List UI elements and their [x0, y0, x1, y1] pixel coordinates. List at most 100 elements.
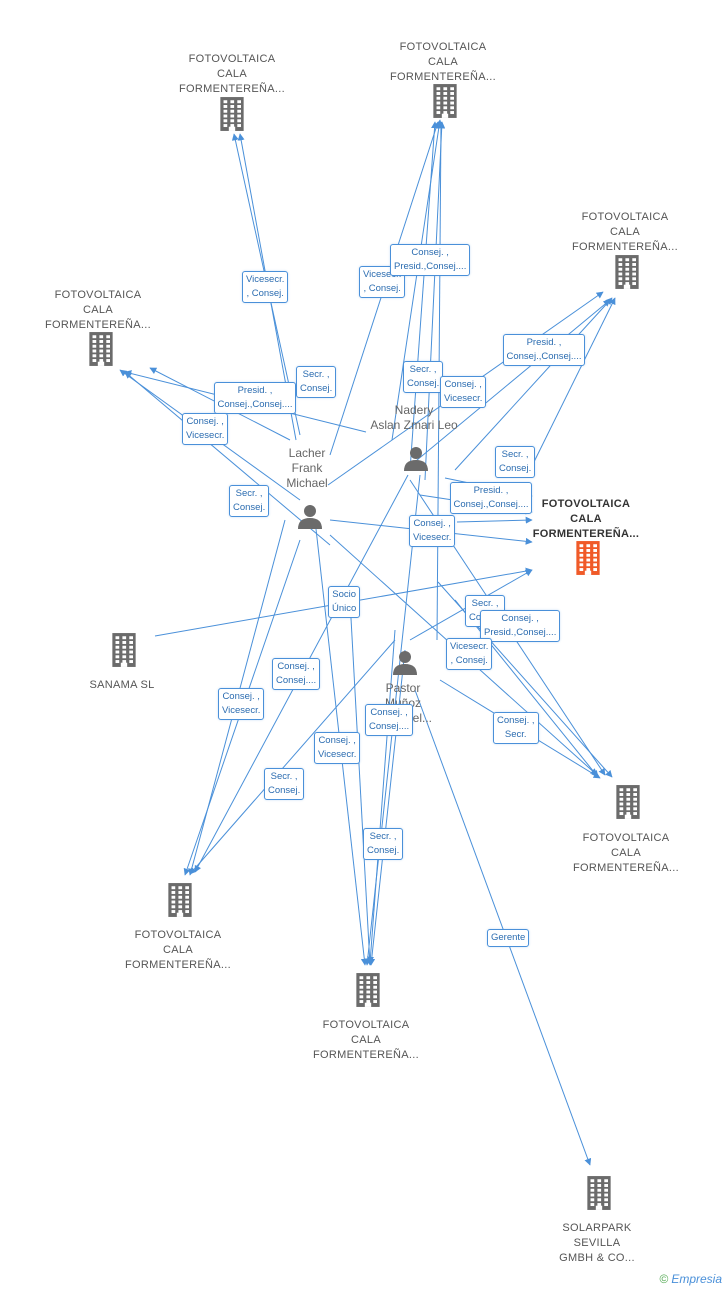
- name-line: FORMENTEREÑA...: [572, 241, 678, 253]
- relation-label-line: Vicesecr.: [450, 641, 489, 652]
- relation-edge: [189, 639, 396, 875]
- relation-label[interactable]: Consej. ,Consej....: [272, 658, 321, 690]
- relation-label-line: Consej.: [499, 463, 532, 474]
- copyright-icon: ©: [659, 1272, 669, 1286]
- relation-label-line: Secr. ,: [409, 364, 437, 375]
- building-icon[interactable]: [165, 882, 195, 923]
- relation-label[interactable]: Consej. ,Vicesecr.: [218, 688, 265, 720]
- relation-label-line: Consej. ,: [497, 715, 535, 726]
- relation-label[interactable]: Vicesecr., Consej.: [242, 271, 289, 303]
- relation-label[interactable]: Consej. ,Vicesecr.: [182, 413, 229, 445]
- relation-label[interactable]: Consej. ,Secr.: [493, 712, 539, 744]
- person-icon[interactable]: [296, 502, 324, 535]
- name-line: GMBH & CO...: [559, 1252, 635, 1264]
- relation-label[interactable]: Secr. , Consej.: [296, 366, 337, 398]
- relation-label[interactable]: Presid. , Consej.,Consej....: [449, 482, 533, 514]
- focus-building-icon[interactable]: [573, 540, 603, 581]
- relation-label-line: Presid. ,: [473, 485, 509, 496]
- relation-edge: [529, 297, 616, 471]
- name-line: CALA: [351, 1034, 381, 1046]
- company-name-c-right-bot[interactable]: FOTOVOLTAICA CALA FORMENTEREÑA...: [551, 831, 701, 876]
- relation-label[interactable]: Consej. ,Presid.,Consej....: [480, 610, 561, 642]
- relation-label-line: Socio: [332, 589, 357, 600]
- building-icon[interactable]: [612, 254, 642, 295]
- name-line: FOTOVOLTAICA: [541, 498, 631, 510]
- relation-label-line: Vicesecr.: [318, 749, 357, 760]
- relation-edge: [366, 629, 396, 964]
- name-line: FORMENTEREÑA...: [179, 83, 285, 95]
- relation-label-line: Vicesecr.: [363, 269, 402, 280]
- person-icon[interactable]: [391, 648, 419, 681]
- building-icon[interactable]: [217, 96, 247, 137]
- relation-edge: [454, 297, 613, 471]
- name-line: FORMENTEREÑA...: [573, 862, 679, 874]
- name-line: Nadery: [394, 403, 434, 417]
- building-icon[interactable]: [353, 972, 383, 1013]
- building-icon[interactable]: [109, 632, 139, 673]
- building-icon[interactable]: [613, 784, 643, 825]
- name-line: FOTOVOLTAICA: [134, 929, 222, 941]
- relation-label-line: Secr. ,: [235, 488, 263, 499]
- relation-edge: [404, 299, 611, 471]
- relation-label-line: Secr. ,: [471, 598, 499, 609]
- relation-label-line: Consej.: [300, 383, 333, 394]
- name-line: FORMENTEREÑA...: [45, 319, 151, 331]
- relation-label-line: Consej....: [369, 721, 410, 732]
- name-line: FOTOVOLTAICA: [582, 832, 670, 844]
- relation-label-line: Consej. ,: [411, 247, 449, 258]
- relation-label-line: Secr. ,: [270, 771, 298, 782]
- name-line: CALA: [570, 513, 602, 525]
- relation-label[interactable]: Secr. ,Consej.: [363, 828, 404, 860]
- relation-label-line: Consej.,Consej....: [506, 351, 582, 362]
- relation-label[interactable]: Consej. ,Vicesecr.: [440, 376, 487, 408]
- name-line: FOTOVOLTAICA: [581, 211, 669, 223]
- relation-label[interactable]: Consej. ,Vicesecr.: [409, 515, 456, 547]
- relation-label[interactable]: Gerente: [487, 929, 530, 947]
- relation-label-line: Presid.,Consej....: [394, 261, 467, 272]
- relation-edge: [391, 119, 443, 441]
- relation-label-line: Consej. ,: [413, 518, 451, 529]
- relation-label-line: , Consej.: [363, 283, 401, 294]
- building-icon[interactable]: [86, 331, 116, 372]
- relation-label[interactable]: Consej. ,Vicesecr.: [314, 732, 361, 764]
- relation-label-line: Consej....: [276, 675, 317, 686]
- relation-label[interactable]: Consej. , Presid.,Consej....: [390, 244, 471, 276]
- relation-label-line: Consej. ,: [370, 707, 408, 718]
- relation-label[interactable]: Vicesecr. , Consej.: [359, 266, 406, 298]
- relation-label[interactable]: Presid. ,Consej.,Consej....: [213, 382, 297, 414]
- person-icon[interactable]: [402, 444, 430, 477]
- relation-label-line: Secr. ,: [302, 369, 330, 380]
- name-line: FOTOVOLTAICA: [399, 41, 487, 53]
- relation-label[interactable]: Secr. , Consej.: [495, 446, 536, 478]
- relation-label-line: Consej. ,: [444, 379, 482, 390]
- relation-label[interactable]: Presid. ,Consej.,Consej....: [502, 334, 586, 366]
- name-line: CALA: [83, 304, 113, 316]
- relation-label[interactable]: Vicesecr. , Consej.: [446, 638, 493, 670]
- relation-label-line: Consej.,Consej....: [453, 499, 529, 510]
- name-line: FOTOVOLTAICA: [188, 53, 276, 65]
- relation-label-line: Secr. ,: [501, 449, 529, 460]
- relation-label[interactable]: Secr. ,Consej.: [264, 768, 305, 800]
- relation-label[interactable]: Secr. ,Consej.: [403, 361, 444, 393]
- relation-label[interactable]: Secr. ,Consej.: [229, 485, 270, 517]
- name-line: SEVILLA: [573, 1237, 621, 1249]
- name-line: CALA: [611, 847, 641, 859]
- relation-label-line: Consej. ,: [186, 416, 224, 427]
- building-icon[interactable]: [584, 1175, 614, 1216]
- building-icon[interactable]: [430, 83, 460, 124]
- relation-label-line: , Consej.: [450, 655, 488, 666]
- company-name-sanama[interactable]: SANAMA SL: [47, 678, 197, 693]
- relation-label-line: Consej. ,: [501, 613, 539, 624]
- relation-label[interactable]: Consej. , Consej....: [365, 704, 414, 736]
